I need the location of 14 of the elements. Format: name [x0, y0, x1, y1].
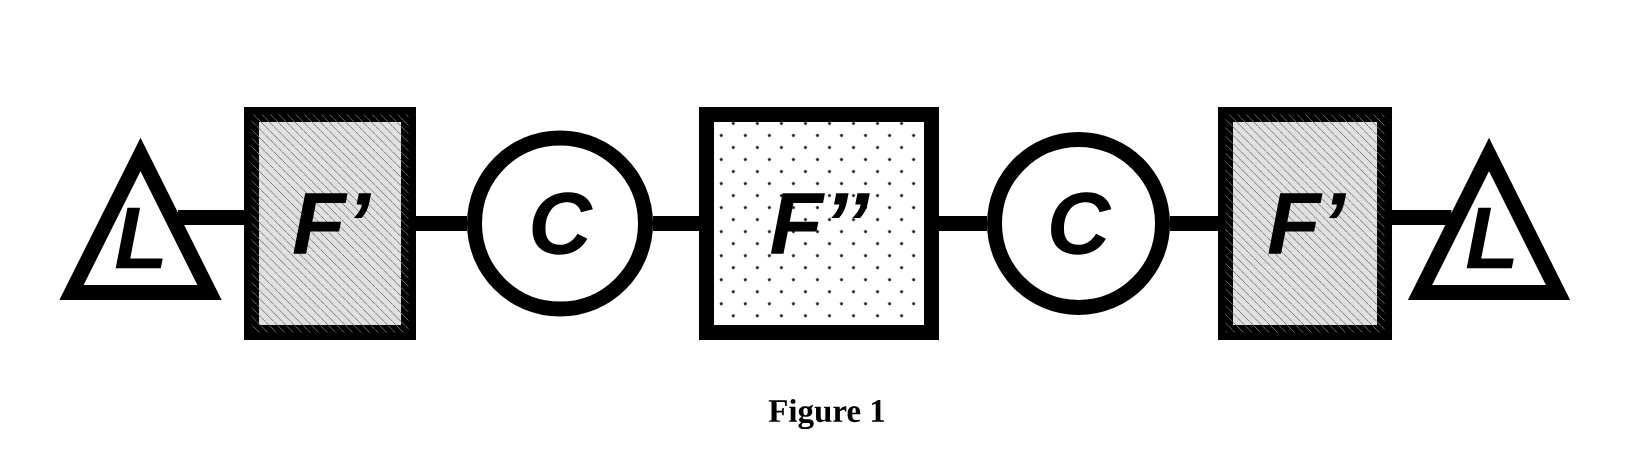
- dotted-box: F’’: [699, 107, 939, 340]
- connector-line: [416, 216, 467, 231]
- connector-line: [178, 209, 244, 225]
- connector-line: [1392, 209, 1452, 225]
- connector-line: [939, 216, 987, 231]
- figure-caption: Figure 1: [768, 398, 885, 430]
- node-label: F’: [1268, 193, 1347, 254]
- node-label: L: [115, 207, 163, 269]
- node-label: L: [1466, 207, 1514, 269]
- connector-line: [653, 216, 699, 231]
- connector-line: [1170, 216, 1218, 231]
- circle-node: C: [987, 132, 1170, 315]
- node-label: F’: [293, 193, 372, 254]
- circle-node: C: [467, 130, 653, 317]
